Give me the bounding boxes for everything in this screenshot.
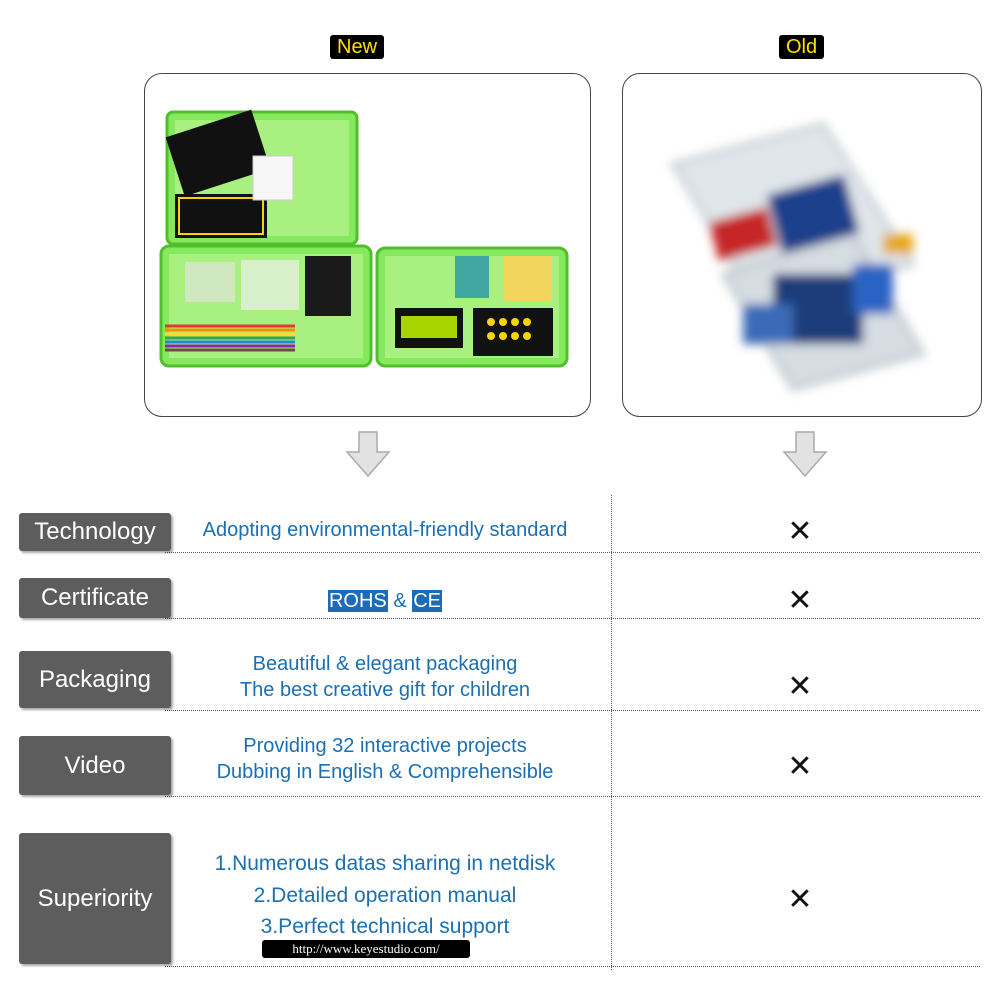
feature-line: The best creative gift for children [239,679,531,701]
row-label-packaging: Packaging [19,651,171,708]
feature-line: 3.Perfect technical support [260,915,510,938]
feature-line: 2.Detailed operation manual [253,883,517,907]
superiority-feature-text: 1.Numerous datas sharing in netdisk 2.De… [170,848,600,943]
old-kit-image [669,121,927,392]
feature-line: Dubbing in English & Comprehensible [216,761,554,783]
feature-line: 1.Numerous datas sharing in netdisk [214,852,556,875]
packaging-old-cross-icon: ✕ [787,670,813,703]
packaging-feature-text: Beautiful & elegant packaging The best c… [170,651,600,703]
row-divider [165,552,980,553]
superiority-old-cross-icon: ✕ [787,883,813,916]
row-label-superiority: Superiority [19,833,171,964]
video-old-cross-icon: ✕ [787,750,813,783]
old-down-arrow-icon [782,431,828,478]
cert-separator: & [393,590,407,612]
row-divider [165,966,980,967]
feature-line: Providing 32 interactive projects [243,735,527,757]
row-label-technology: Technology [19,513,171,551]
new-down-arrow-icon [345,431,391,478]
new-kit-image [159,109,569,368]
feature-line: Beautiful & elegant packaging [252,653,518,675]
new-tag: New [330,35,385,59]
column-divider [611,495,612,970]
row-label-video: Video [19,736,171,795]
row-divider [165,796,980,797]
technology-old-cross-icon: ✕ [787,515,813,548]
row-divider [165,710,980,711]
row-label-certificate: Certificate [19,578,171,618]
row-divider [165,618,980,619]
old-tag: Old [779,35,825,59]
technology-feature-text: Adopting environmental-friendly standard [170,519,600,542]
feature-line: Adopting environmental-friendly standard [202,519,568,541]
old-kit-image-panel [622,73,982,417]
video-feature-text: Providing 32 interactive projects Dubbin… [170,733,600,785]
ce-badge: CE [412,590,443,612]
certificate-old-cross-icon: ✕ [787,584,813,617]
rohs-badge: ROHS [327,590,388,612]
certificate-feature-text: ROHS & CE [170,590,600,613]
website-url[interactable]: http://www.keyestudio.com/ [262,940,470,958]
new-kit-image-panel [144,73,591,417]
